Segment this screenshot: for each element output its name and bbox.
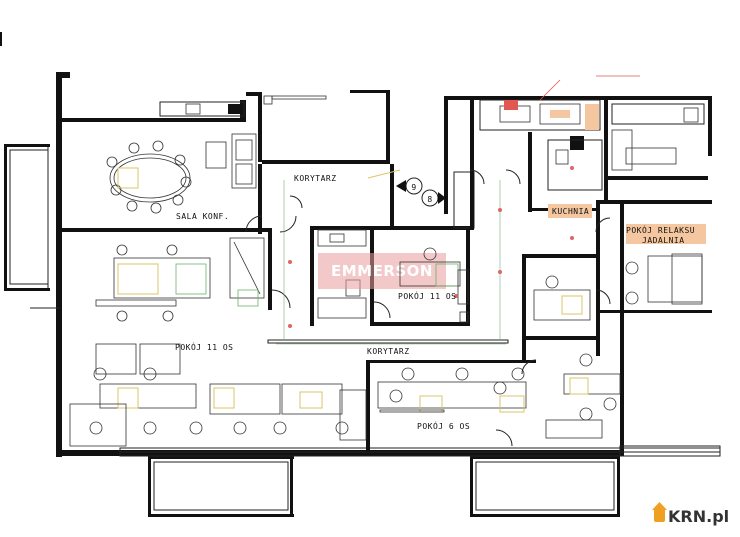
outer-walls (56, 72, 712, 457)
left-balcony (4, 144, 50, 291)
room-6-desks (377, 367, 527, 413)
corner-mark (0, 32, 2, 46)
top-kitchen-counters (159, 75, 705, 191)
bottom-windows (119, 445, 721, 457)
label-pokoj-6: POKÓJ 6 OS (417, 420, 470, 431)
label-pokoj-relaksu: POKÓJ RELAKSU (626, 224, 695, 235)
label-jadalnia: JADALNIA (642, 236, 685, 245)
label-kuchnia: KUCHNIA (552, 207, 589, 216)
watermark: EMMERSON (318, 253, 446, 289)
marker-9: 9 (411, 183, 416, 192)
central-bathroom (317, 229, 367, 319)
bottom-balconies (148, 456, 620, 517)
kuchnia-highlight (548, 204, 592, 218)
house-icon (654, 508, 665, 522)
label-pokoj-11-central: POKÓJ 11 OS (398, 290, 456, 301)
label-pokoj-11-left: POKÓJ 11 OS (175, 341, 233, 352)
logo-text: KRN.pl (668, 507, 729, 526)
left-office-desks (69, 237, 367, 447)
marker-8: 8 (427, 195, 432, 204)
right-rooms-furniture (533, 224, 706, 439)
points (288, 166, 574, 328)
conference-table (106, 133, 257, 214)
central-office-desks (399, 247, 469, 323)
doors (245, 169, 611, 447)
krn-logo: KRN.pl (652, 502, 729, 526)
label-korytarz-top: KORYTARZ (294, 174, 337, 183)
section-markers: 9 8 (396, 177, 446, 207)
watermark-text: EMMERSON (331, 262, 433, 280)
label-korytarz-mid: KORYTARZ (367, 347, 410, 356)
dimension-lines (30, 169, 506, 345)
label-sala-konf: SALA KONF. (176, 212, 229, 221)
